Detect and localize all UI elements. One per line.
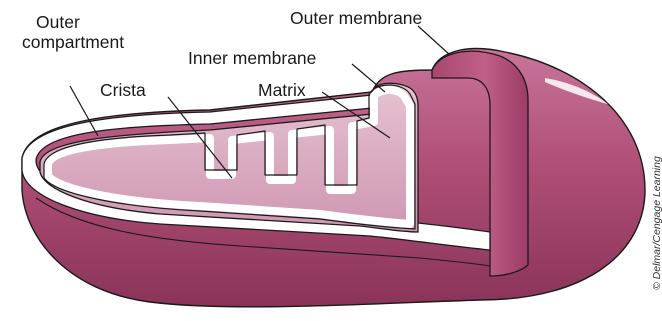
- leader-outer-membrane: [418, 26, 450, 55]
- label-crista: Crista: [100, 80, 146, 100]
- label-outer-compartment: Outer compartment: [36, 12, 124, 52]
- label-outer-compartment-line2: compartment: [22, 32, 124, 52]
- label-outer-membrane: Outer membrane: [290, 8, 422, 28]
- copyright-credit: © Delmar/Cengage Learning: [651, 156, 662, 290]
- label-matrix: Matrix: [258, 80, 306, 100]
- leader-inner-membrane: [352, 64, 385, 92]
- label-outer-compartment-line1: Outer: [36, 12, 124, 32]
- label-inner-membrane: Inner membrane: [188, 48, 316, 68]
